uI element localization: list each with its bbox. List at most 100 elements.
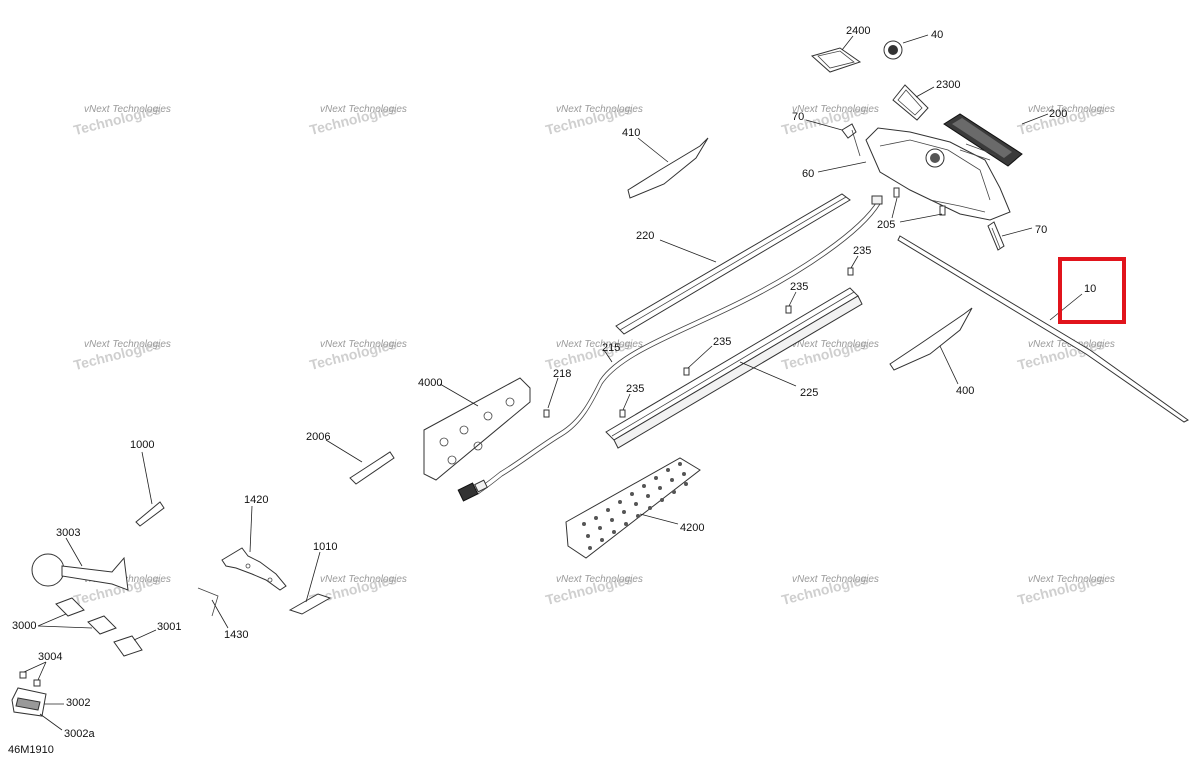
label-225[interactable]: 225	[800, 387, 818, 399]
label-200[interactable]: 200	[1049, 108, 1067, 120]
watermark: Technologies vNext Technologies	[544, 571, 643, 608]
svg-text:vNext Technologies: vNext Technologies	[84, 574, 171, 585]
part-235-screw-a[interactable]	[847, 267, 854, 276]
leader-60	[817, 161, 867, 173]
watermark: Technologies vNext Technologies	[72, 336, 171, 373]
part-70-clip-lower[interactable]	[987, 221, 1005, 251]
leader-410	[637, 137, 669, 163]
label-3001[interactable]: 3001	[157, 621, 181, 633]
leader-1010	[305, 551, 321, 603]
part-235-screw-c[interactable]	[683, 367, 690, 376]
label-10[interactable]: 10	[1084, 283, 1096, 295]
label-4000[interactable]: 4000	[418, 377, 442, 389]
watermark: Technologies vNext Technologies	[72, 101, 171, 138]
label-3002a[interactable]: 3002a	[64, 728, 95, 740]
leader-3002a	[39, 713, 63, 731]
part-400-panel[interactable]	[889, 307, 973, 371]
part-60-console[interactable]	[865, 127, 1011, 221]
part-205-screws[interactable]	[893, 187, 946, 216]
leader-10	[1049, 293, 1083, 321]
part-235-screw-b[interactable]	[785, 305, 792, 314]
part-2400-gasket[interactable]	[810, 47, 862, 73]
svg-text:vNext Technologies: vNext Technologies	[84, 104, 171, 115]
part-1420-bracket[interactable]	[221, 547, 287, 591]
leader-2006	[325, 439, 363, 463]
leader-2400	[841, 35, 854, 51]
leader-235-a	[850, 255, 859, 269]
label-2400[interactable]: 2400	[846, 25, 870, 37]
part-225-rail[interactable]	[605, 287, 863, 449]
part-215-cable[interactable]	[457, 195, 883, 502]
leader-215	[603, 349, 613, 363]
leader-3000-a	[37, 613, 67, 627]
part-4200-grip-plate[interactable]	[565, 457, 701, 559]
label-70-lower[interactable]: 70	[1035, 224, 1047, 236]
svg-text:vNext Technologies: vNext Technologies	[320, 339, 407, 350]
watermark: Technologies vNext Technologies	[308, 336, 407, 373]
part-1010-tag[interactable]	[288, 593, 332, 615]
part-2300-seal[interactable]	[892, 84, 929, 121]
label-1420[interactable]: 1420	[244, 494, 268, 506]
svg-text:vNext Technologies: vNext Technologies	[1028, 104, 1115, 115]
svg-text:vNext Technologies: vNext Technologies	[556, 104, 643, 115]
part-40-cap[interactable]	[883, 40, 903, 60]
leader-3004-b	[37, 661, 47, 681]
leader-3004-a	[23, 661, 47, 673]
part-1430-strip[interactable]	[197, 587, 219, 617]
label-3003[interactable]: 3003	[56, 527, 80, 539]
part-70-clip-upper[interactable]	[841, 123, 861, 157]
label-235-b[interactable]: 235	[790, 281, 808, 293]
label-2300[interactable]: 2300	[936, 79, 960, 91]
part-410-panel[interactable]	[627, 137, 709, 199]
label-410[interactable]: 410	[622, 127, 640, 139]
label-400[interactable]: 400	[956, 385, 974, 397]
part-220-rail[interactable]	[615, 193, 851, 335]
svg-text:vNext Technologies: vNext Technologies	[556, 574, 643, 585]
label-3002[interactable]: 3002	[66, 697, 90, 709]
label-40[interactable]: 40	[931, 29, 943, 41]
svg-text:vNext Technologies: vNext Technologies	[84, 339, 171, 350]
label-215[interactable]: 215	[602, 342, 620, 354]
part-235-screw-d[interactable]	[619, 409, 626, 418]
label-235-d[interactable]: 235	[626, 383, 644, 395]
part-4000-plate[interactable]	[423, 377, 531, 481]
label-2006[interactable]: 2006	[306, 431, 330, 443]
svg-text:vNext Technologies: vNext Technologies	[556, 339, 643, 350]
label-235-c[interactable]: 235	[713, 336, 731, 348]
label-60[interactable]: 60	[802, 168, 814, 180]
svg-text:vNext Technologies: vNext Technologies	[1028, 574, 1115, 585]
part-218-clip[interactable]	[543, 409, 550, 418]
svg-text:vNext Technologies: vNext Technologies	[792, 339, 879, 350]
svg-text:vNext Technologies: vNext Technologies	[792, 574, 879, 585]
label-218[interactable]: 218	[553, 368, 571, 380]
part-3004-screws[interactable]	[19, 671, 41, 687]
leader-40	[902, 34, 929, 44]
part-2006-strip[interactable]	[349, 451, 395, 485]
label-235-a[interactable]: 235	[853, 245, 871, 257]
label-3000[interactable]: 3000	[12, 620, 36, 632]
leader-4000	[439, 383, 479, 407]
label-70-upper[interactable]: 70	[792, 111, 804, 123]
label-205[interactable]: 205	[877, 219, 895, 231]
highlight-box	[1058, 257, 1126, 324]
leader-3001	[133, 629, 157, 641]
label-1430[interactable]: 1430	[224, 629, 248, 641]
label-220[interactable]: 220	[636, 230, 654, 242]
part-3001-pad[interactable]	[113, 635, 143, 657]
part-10-strip[interactable]	[897, 235, 1189, 423]
label-1000[interactable]: 1000	[130, 439, 154, 451]
label-1010[interactable]: 1010	[313, 541, 337, 553]
part-3003-mirror[interactable]	[31, 553, 129, 591]
part-3000-pads[interactable]	[55, 597, 117, 635]
label-3004[interactable]: 3004	[38, 651, 62, 663]
leader-70-upper	[805, 119, 843, 131]
label-4200[interactable]: 4200	[680, 522, 704, 534]
part-1000-tag[interactable]	[135, 501, 165, 527]
leader-235-d	[622, 393, 631, 411]
part-3002-light[interactable]	[11, 687, 47, 717]
leader-1420	[249, 505, 253, 553]
leader-1000	[141, 451, 153, 505]
leader-218	[547, 377, 559, 409]
leader-3000-b	[37, 625, 93, 629]
